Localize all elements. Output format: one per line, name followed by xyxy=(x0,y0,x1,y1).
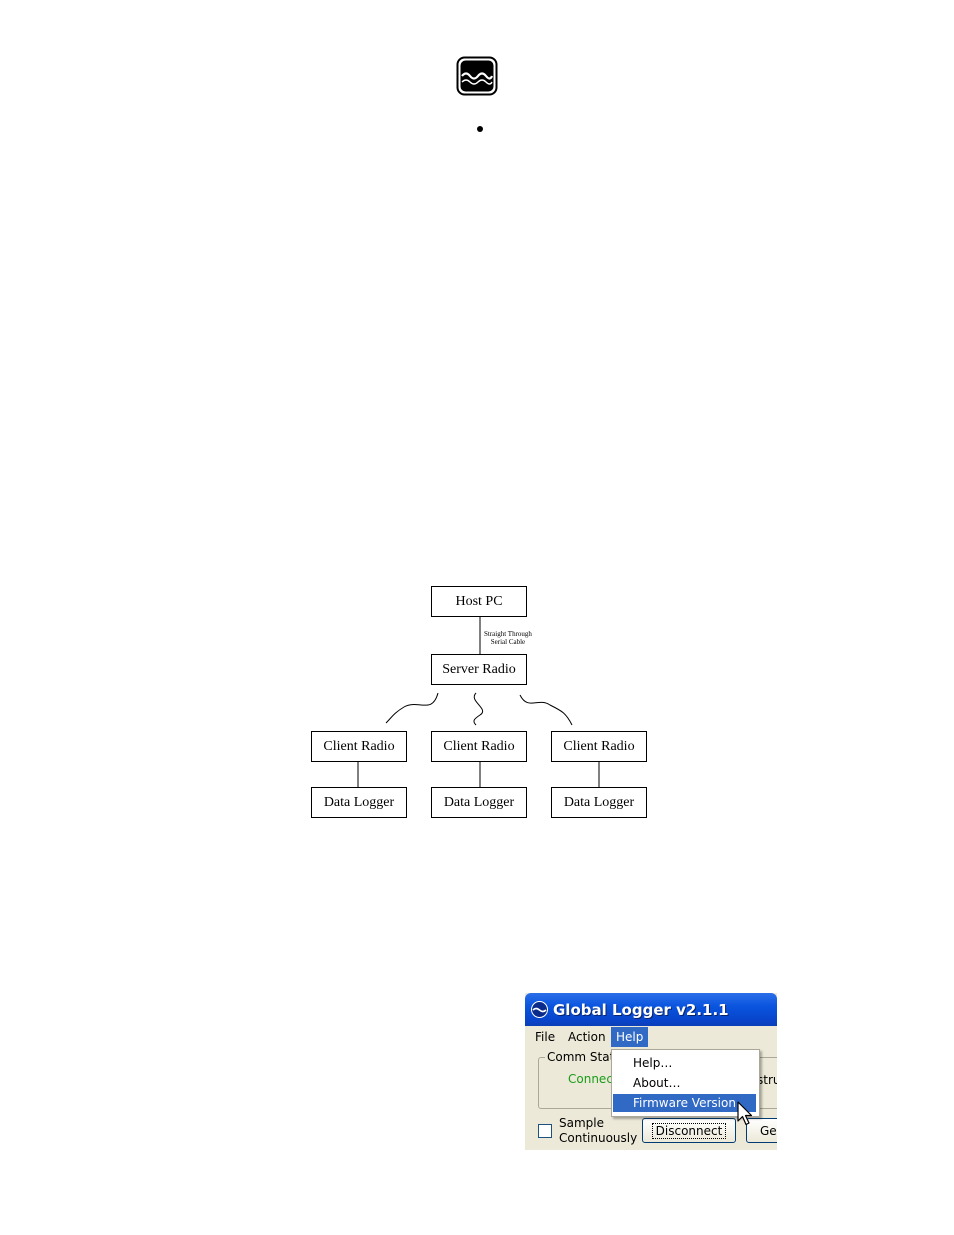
client-radio-box: Client Radio xyxy=(431,731,527,762)
help-dropdown-menu: Help… About… Firmware Version xyxy=(611,1049,760,1117)
menu-item-firmware-version[interactable]: Firmware Version xyxy=(613,1094,756,1112)
host-pc-box: Host PC xyxy=(431,586,527,617)
connection-status-text: Connec xyxy=(568,1072,613,1086)
instrument-text: stru xyxy=(757,1073,777,1087)
data-logger-box: Data Logger xyxy=(431,787,527,818)
bullet-icon xyxy=(477,126,483,132)
menu-item-about[interactable]: About… xyxy=(633,1076,681,1090)
get-button-label: Ge xyxy=(760,1123,777,1138)
menu-item-help[interactable]: Help… xyxy=(633,1056,673,1070)
comm-status-label: Comm Stat xyxy=(545,1050,617,1064)
wireless-link-left xyxy=(385,692,439,724)
diagram-connectors xyxy=(357,617,600,787)
app-window-screenshot: Global Logger v2.1.1 File Action Help Co… xyxy=(525,993,777,1150)
window-title: Global Logger v2.1.1 xyxy=(553,1001,729,1019)
data-logger-box: Data Logger xyxy=(551,787,647,818)
network-diagram: Host PC Straight Through Serial Cable Se… xyxy=(300,575,660,835)
water-waves-logo-icon xyxy=(456,56,498,96)
data-logger-box: Data Logger xyxy=(311,787,407,818)
cable-label: Straight Through Serial Cable xyxy=(484,630,532,646)
menu-file[interactable]: File xyxy=(535,1030,556,1044)
arrow-cursor-icon xyxy=(737,1101,753,1126)
sample-continuously-label: Sample Continuously xyxy=(559,1116,638,1145)
server-radio-box: Server Radio xyxy=(431,654,527,685)
title-bar[interactable]: Global Logger v2.1.1 xyxy=(525,993,777,1026)
client-radio-box: Client Radio xyxy=(551,731,647,762)
get-button[interactable]: Ge xyxy=(746,1118,777,1143)
menu-action[interactable]: Action xyxy=(568,1030,606,1044)
wireless-link-right xyxy=(519,694,573,726)
disconnect-button-label: Disconnect xyxy=(651,1122,727,1139)
client-radio-box: Client Radio xyxy=(311,731,407,762)
menu-help[interactable]: Help xyxy=(611,1027,649,1047)
sample-continuously-checkbox[interactable] xyxy=(538,1124,552,1138)
globe-logo-icon xyxy=(531,1001,548,1018)
disconnect-button[interactable]: Disconnect xyxy=(642,1118,736,1143)
menu-bar: File Action Help xyxy=(525,1026,777,1048)
wireless-link-center xyxy=(473,692,483,726)
